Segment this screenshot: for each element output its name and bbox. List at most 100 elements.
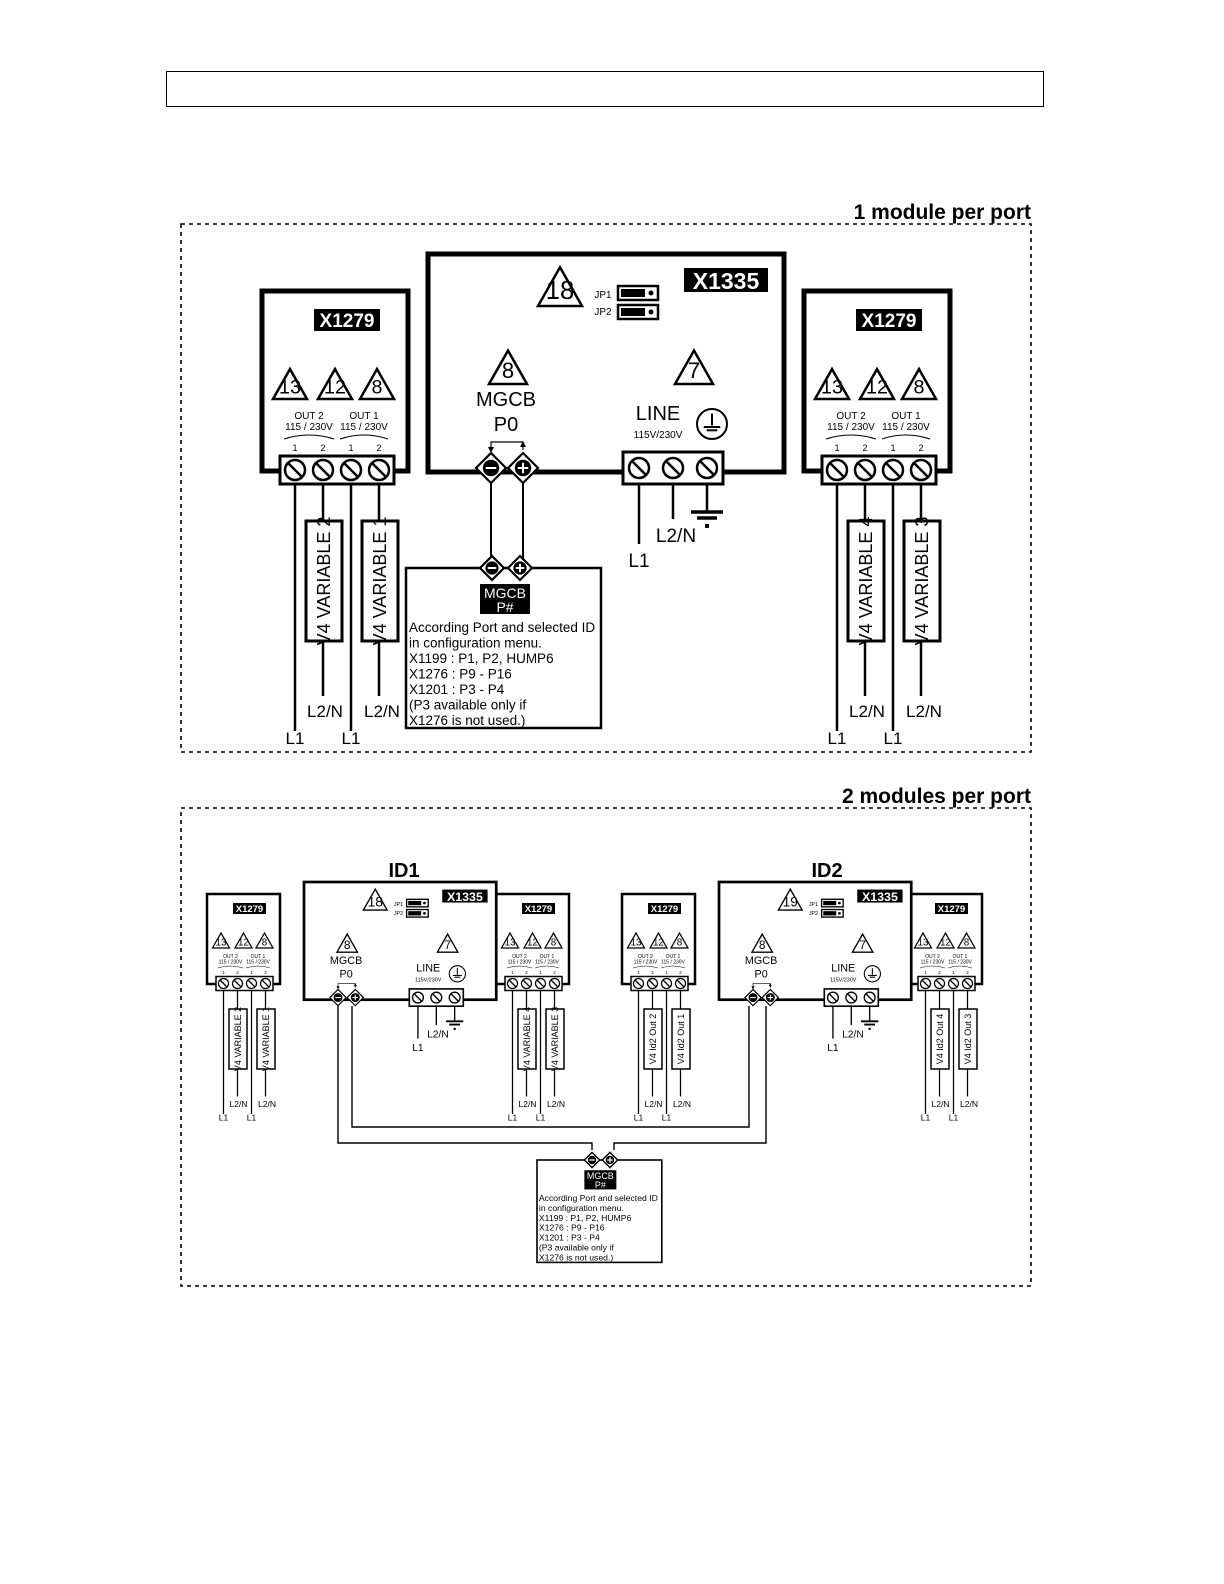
pin-number: 1	[637, 970, 640, 975]
triangle-number: 7	[688, 358, 700, 383]
screw-slot	[261, 979, 270, 988]
screw-slot	[885, 462, 901, 478]
warning-triangle-icon: 12	[648, 931, 669, 949]
l1-label: L1	[628, 551, 649, 572]
jumper-cap	[621, 289, 645, 297]
brace	[339, 434, 389, 440]
arrow-down-icon	[751, 986, 755, 990]
output-terminal-block	[630, 975, 689, 992]
minus-terminal-icon	[329, 988, 347, 1007]
screw-terminal-icon	[632, 977, 645, 990]
mgcb-label: MGCB	[476, 389, 536, 411]
minus-terminal-icon	[474, 451, 508, 485]
screw-slot	[233, 979, 242, 988]
jumper-cap	[823, 911, 837, 916]
module-name-plate	[684, 268, 768, 292]
screw-slot	[413, 993, 423, 1002]
module-name: X1335	[693, 268, 760, 294]
mgcb-port-note: X1276 is not used.)	[539, 1252, 613, 1262]
load-box	[304, 519, 344, 643]
screw-terminal-icon	[853, 458, 877, 482]
screw-slot	[536, 979, 545, 988]
pin-number: 1	[952, 970, 955, 975]
output-terminal-block	[215, 975, 274, 992]
jumper-cap	[823, 900, 837, 906]
triangle-shape	[254, 931, 275, 949]
brace	[506, 965, 533, 969]
l1-label: L1	[828, 729, 847, 748]
triangle-number: 8	[344, 938, 351, 952]
arrow-down-icon	[488, 447, 494, 453]
out1-voltage: 115 / 230V	[661, 960, 685, 966]
triangle-number: 13	[216, 937, 227, 948]
warning-triangle-icon: 13	[270, 366, 310, 401]
screw-terminal-icon	[506, 977, 519, 990]
l1-label: L1	[508, 1113, 518, 1123]
triangle-shape	[522, 931, 543, 949]
screw-slot	[699, 460, 715, 476]
load-label: V4 Id2 Out 3	[963, 1014, 973, 1065]
triangle-number: 8	[677, 937, 683, 948]
l2n-label: L2/N	[673, 1099, 691, 1109]
triangle-number: 12	[653, 937, 664, 948]
triangle-shape	[626, 931, 646, 949]
out1-voltage: 115 / 230V	[340, 422, 388, 433]
module-name-plate	[935, 903, 968, 914]
mgcb-port-note: (P3 available only if	[539, 1243, 614, 1253]
screw-slot	[963, 979, 972, 988]
brace	[881, 434, 931, 440]
screw-terminal-icon	[627, 456, 651, 480]
line-voltage-label: 115V/230V	[830, 977, 857, 983]
out2-voltage: 115 / 230V	[219, 960, 243, 966]
out2-voltage: 115 / 230V	[634, 960, 658, 966]
jp2-label: JP2	[394, 911, 403, 917]
triangle-shape	[899, 366, 939, 401]
module-name-plate	[857, 889, 903, 903]
triangle-shape	[543, 931, 564, 949]
l1-label: L1	[884, 729, 903, 748]
out1-label: OUT 1	[891, 411, 921, 422]
mgcb-port-note: in configuration menu.	[409, 636, 542, 651]
screw-terminal-icon	[661, 456, 685, 480]
screw-slot	[857, 462, 873, 478]
screw-terminal-icon	[863, 991, 876, 1004]
pin-number: 1	[665, 970, 668, 975]
screw-terminal-icon	[231, 977, 244, 990]
l2n-label: L2/N	[906, 702, 942, 721]
minus-terminal-icon	[478, 554, 506, 582]
pin-number: 2	[966, 970, 969, 975]
screw-terminal-icon	[367, 458, 391, 482]
screw-terminal-icon	[961, 977, 974, 990]
out1-label: OUT 1	[349, 411, 379, 422]
line-voltage-label: 115V/230V	[634, 430, 683, 441]
screw-terminal-icon	[245, 977, 258, 990]
triangle-number: 12	[527, 937, 538, 948]
pin-number: 2	[236, 970, 239, 975]
screw-terminal-icon	[695, 456, 719, 480]
jp2-label: JP2	[594, 307, 612, 318]
screw-slot	[219, 979, 228, 988]
bus-wire-plus	[613, 1006, 767, 1150]
l2n-label: L2/N	[230, 1099, 248, 1109]
l1-label: L1	[827, 1043, 839, 1054]
warning-triangle-icon: 13	[626, 931, 646, 949]
mgcb-port-label1: MGCB	[484, 585, 526, 601]
triangle-shape	[211, 931, 231, 949]
mgcb-port-note: X1276 : P9 - P16	[409, 667, 512, 682]
screw-slot	[676, 979, 685, 988]
out1-label: OUT 1	[540, 954, 555, 960]
triangle-shape	[750, 932, 774, 953]
screw-slot	[315, 462, 331, 478]
l2n-label: L2/N	[842, 1030, 864, 1041]
triangle-shape	[672, 348, 716, 386]
section1-title: 1 module per port	[854, 201, 1031, 224]
pin-number: 2	[679, 970, 682, 975]
l1-label: L1	[921, 1113, 931, 1123]
mgcb-port-plate	[584, 1170, 617, 1190]
screw-terminal-icon	[845, 991, 858, 1004]
section2-title: 2 modules per port	[842, 785, 1031, 808]
load-label: V4 VARIABLE 2	[233, 1007, 243, 1071]
